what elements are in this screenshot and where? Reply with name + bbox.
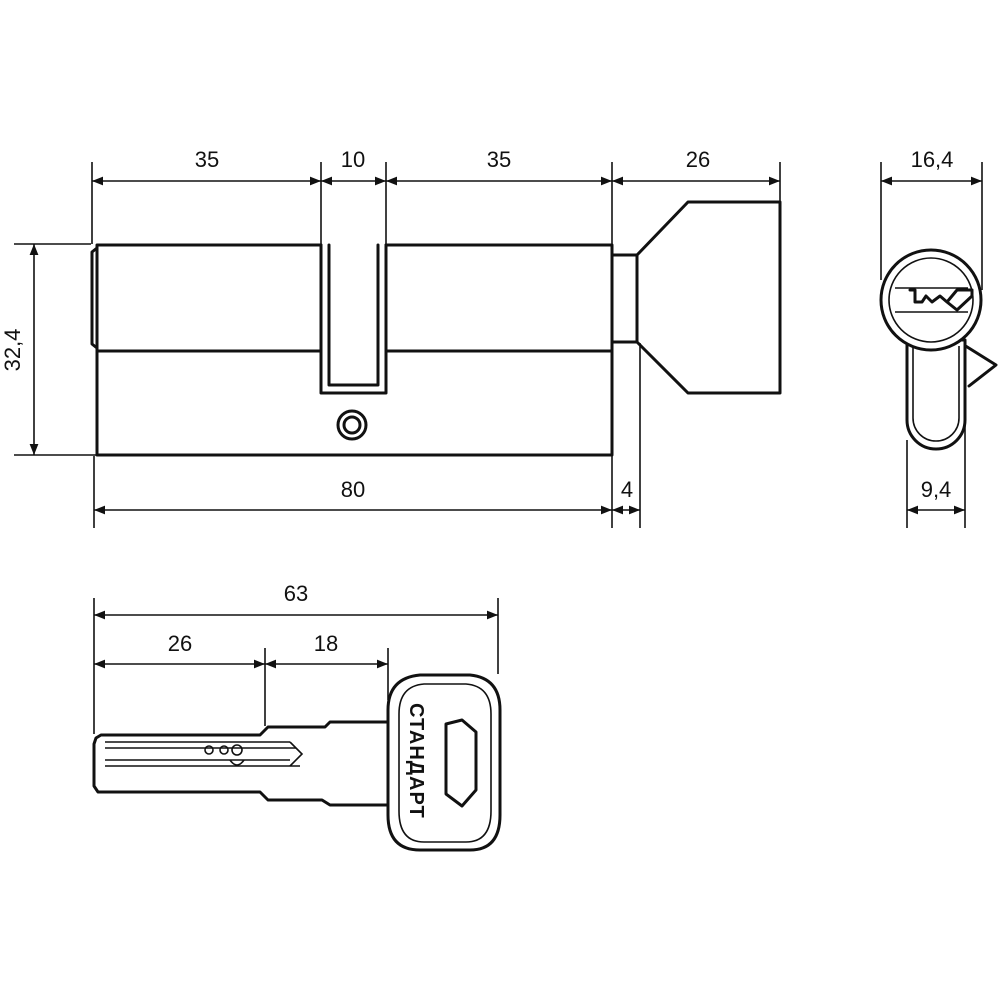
dimension-lines: [14, 162, 983, 734]
dim-turn-offset: 4: [621, 477, 633, 502]
profile-view: [879, 248, 998, 451]
dim-center-cam: 10: [341, 147, 365, 172]
dim-key-tip: 26: [168, 631, 192, 656]
dim-key-mid: 18: [314, 631, 338, 656]
dim-height: 32,4: [0, 329, 25, 372]
key-brand-label: СТАНДАРТ: [405, 703, 427, 819]
dim-body-length: 80: [341, 477, 365, 502]
dim-thumb-turn: 26: [686, 147, 710, 172]
dim-profile-width: 16,4: [911, 147, 954, 172]
dim-profile-neck: 9,4: [921, 477, 952, 502]
dim-right-section: 35: [487, 147, 511, 172]
dim-left-section: 35: [195, 147, 219, 172]
key: СТАНДАРТ: [92, 673, 502, 852]
dimension-labels: 35 10 35 26 32,4 80 4 16,4 9,4 63 26 18: [0, 147, 953, 656]
cylinder-body: [90, 243, 614, 457]
dim-key-total: 63: [284, 581, 308, 606]
thumb-turn: [610, 200, 782, 395]
